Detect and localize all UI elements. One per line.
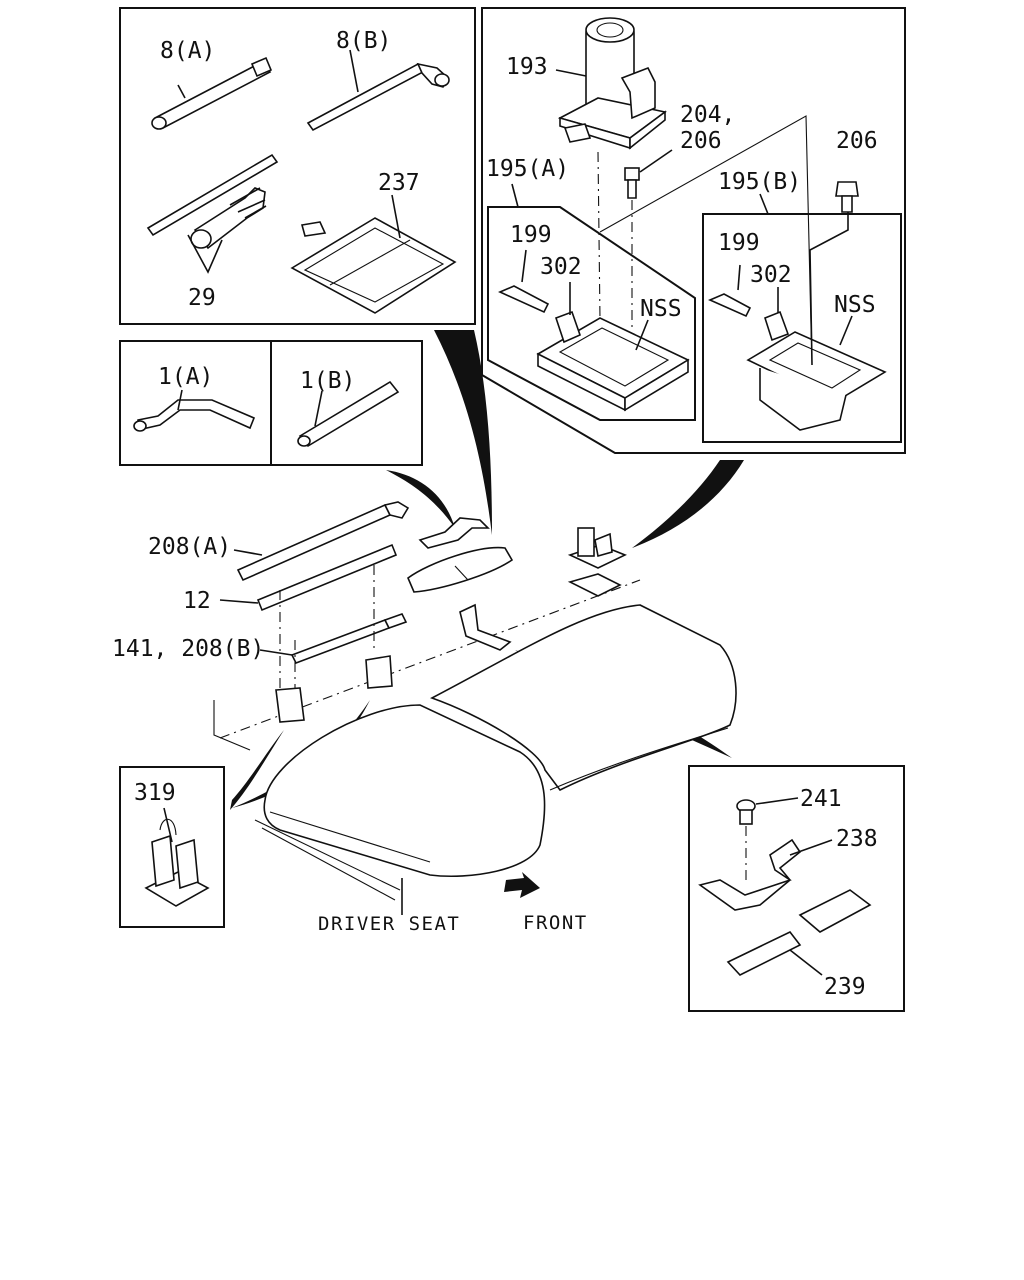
screw-241 xyxy=(736,797,799,880)
label-front: FRONT xyxy=(523,912,588,934)
bracket-239 xyxy=(726,889,872,976)
callout-top-tools xyxy=(434,330,492,535)
tool-bag-237 xyxy=(290,194,457,314)
rod-12 xyxy=(256,543,398,612)
seat-assembly xyxy=(213,501,737,901)
label-237: 237 xyxy=(378,170,420,196)
label-302b: 302 xyxy=(750,262,792,288)
label-141-208b: 141, 208(B) xyxy=(112,636,264,662)
wrench-8a xyxy=(151,56,273,130)
wrench-8b xyxy=(306,49,450,132)
bolt-204 xyxy=(624,149,673,199)
callout-jack xyxy=(632,460,744,548)
label-319: 319 xyxy=(134,780,176,806)
label-193: 193 xyxy=(506,54,548,80)
screwdriver-29 xyxy=(146,153,279,274)
bracket-238 xyxy=(698,838,833,911)
label-302a: 302 xyxy=(540,254,582,280)
label-199a: 199 xyxy=(510,222,552,248)
label-driver-seat: DRIVER SEAT xyxy=(318,913,460,935)
tool-kit-panel xyxy=(119,7,476,325)
jack-panel xyxy=(481,7,906,454)
label-nss-a: NSS xyxy=(640,296,682,322)
label-195b: 195(B) xyxy=(718,169,801,195)
label-nss-b: NSS xyxy=(834,292,876,318)
label-208a: 208(A) xyxy=(148,534,231,560)
label-8b: 8(B) xyxy=(336,28,391,54)
label-199b: 199 xyxy=(718,230,760,256)
label-29: 29 xyxy=(188,285,216,311)
callout-clip-319 xyxy=(230,730,284,810)
rod-208a xyxy=(236,501,410,582)
rod-141 xyxy=(290,613,408,665)
label-1a: 1(A) xyxy=(158,364,213,390)
tray-195b-box xyxy=(702,181,902,443)
label-241: 241 xyxy=(800,786,842,812)
label-1b: 1(B) xyxy=(300,368,355,394)
label-204: 204, xyxy=(680,102,735,128)
bracket-panel xyxy=(688,765,905,1012)
tray-195a-box xyxy=(487,183,696,421)
label-239: 239 xyxy=(824,974,866,1000)
front-arrow-icon xyxy=(504,872,540,898)
clip-319-panel xyxy=(119,766,225,928)
handle-1b xyxy=(297,380,400,448)
handle-1a xyxy=(133,389,256,432)
jack-193 xyxy=(555,17,667,150)
label-238: 238 xyxy=(836,826,878,852)
label-195a: 195(A) xyxy=(486,156,569,182)
label-12: 12 xyxy=(183,588,211,614)
handle-panel xyxy=(119,340,423,466)
label-206b: 206 xyxy=(836,128,878,154)
callout-handle xyxy=(386,470,455,528)
label-8a: 8(A) xyxy=(160,38,215,64)
label-206a: 206 xyxy=(680,128,722,154)
